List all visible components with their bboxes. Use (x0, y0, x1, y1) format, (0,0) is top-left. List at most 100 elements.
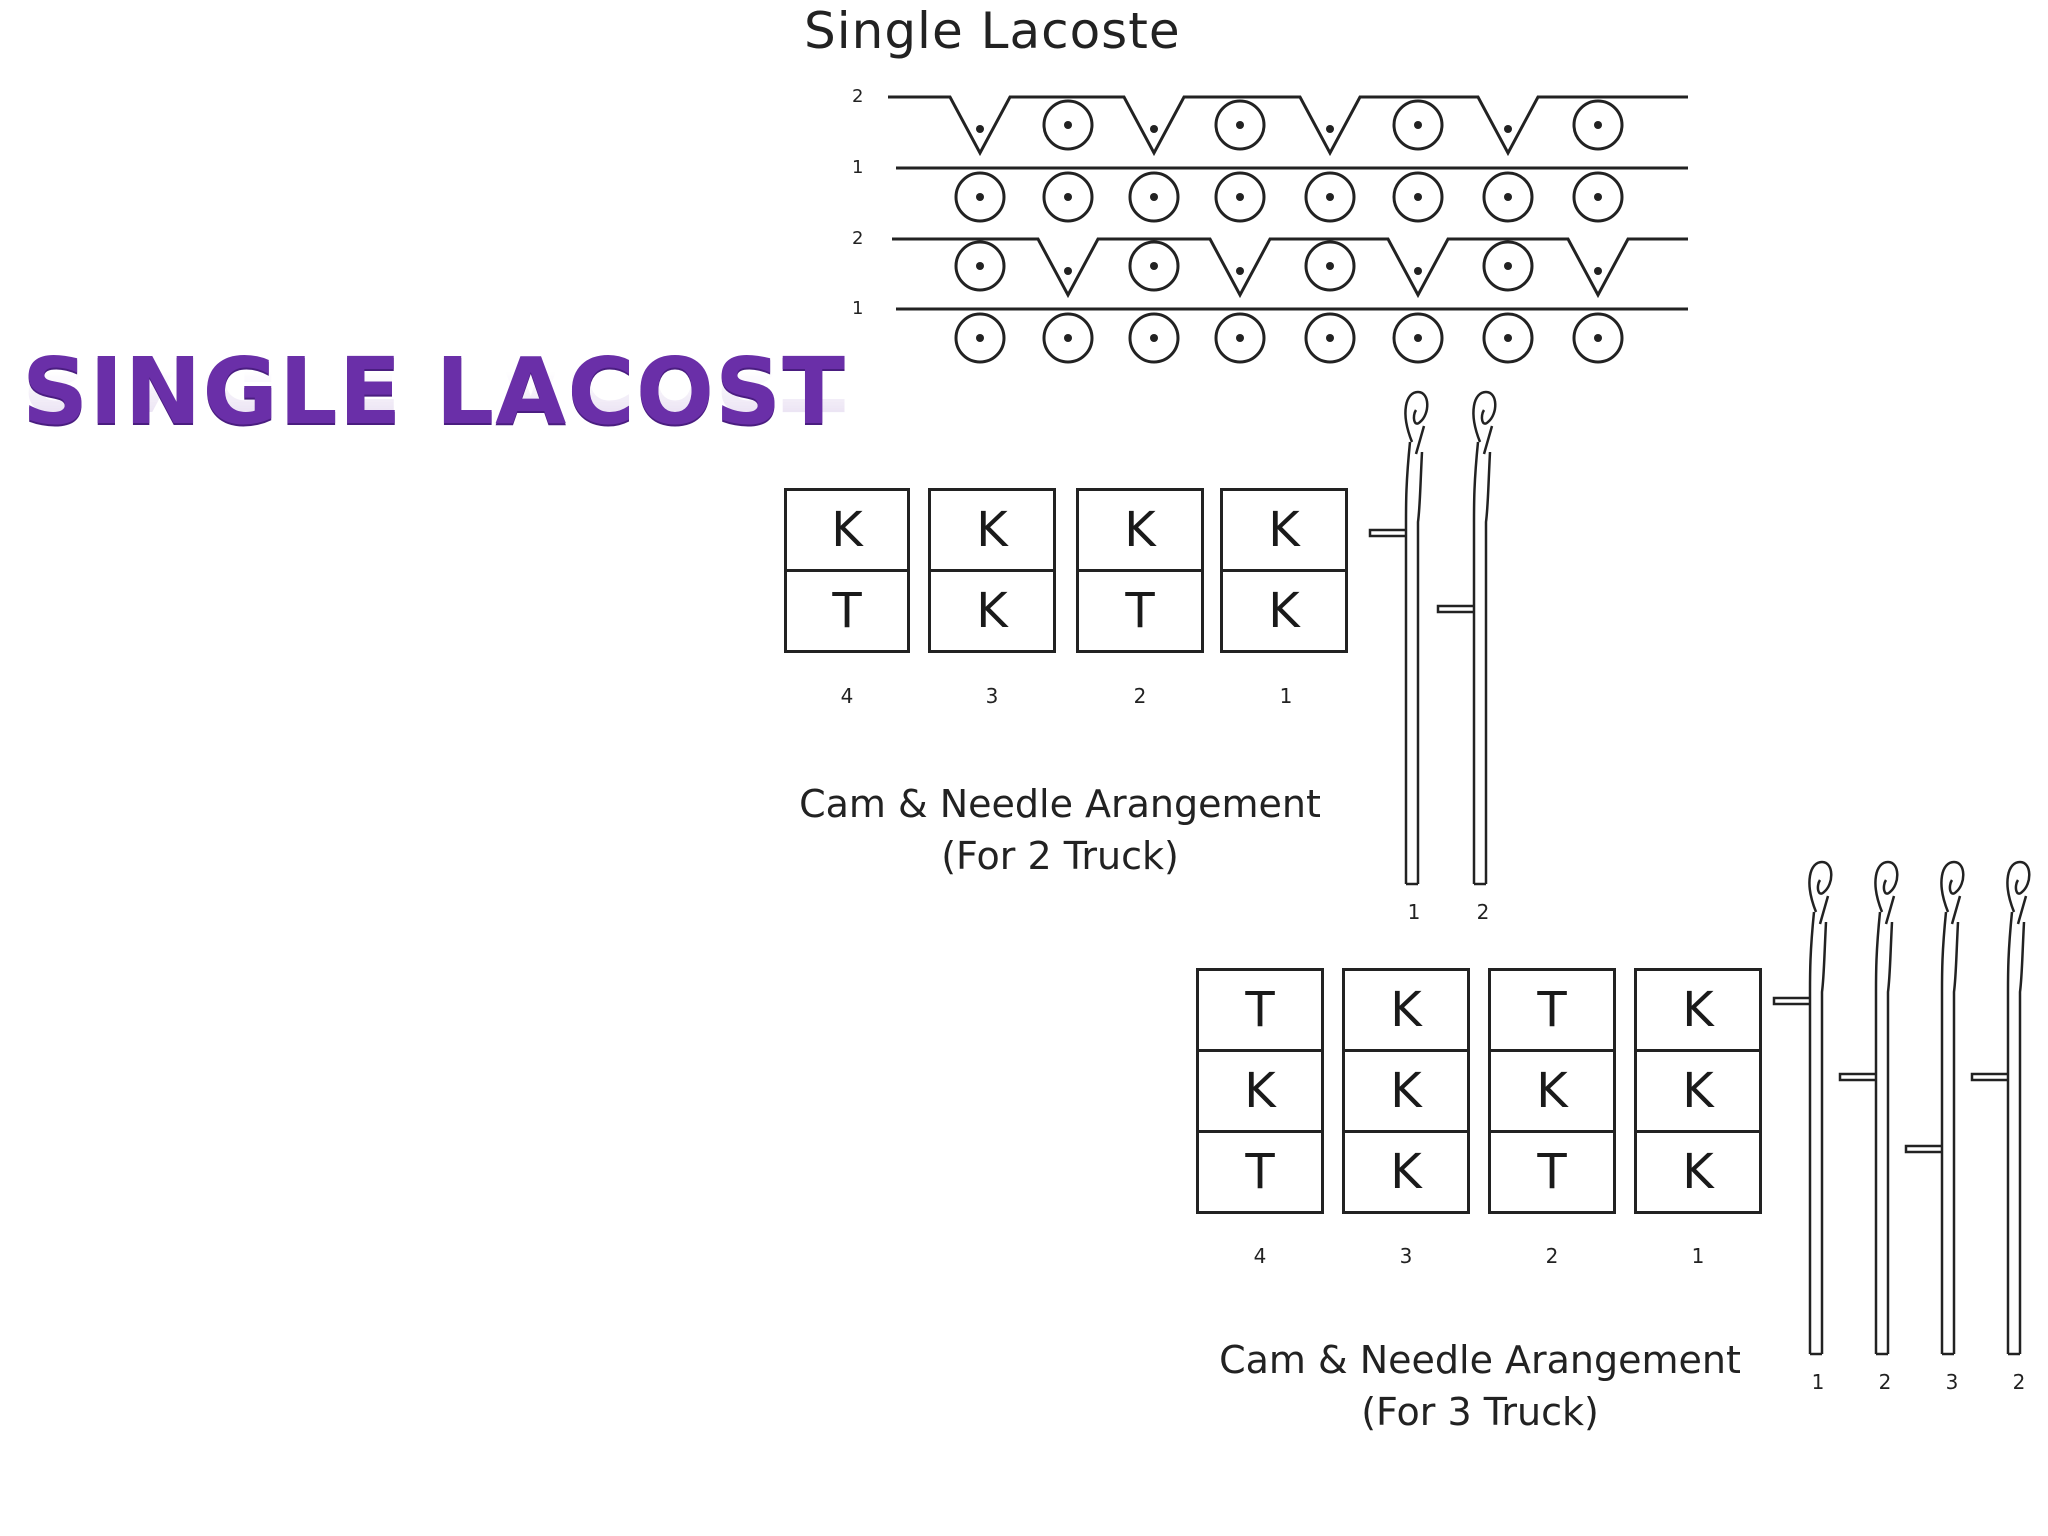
needle-shank-left (1808, 911, 1816, 1354)
caption-line: (For 3 Truck) (1361, 1390, 1599, 1434)
needle-dot (1150, 125, 1158, 133)
knit-loop-symbol (1304, 171, 1356, 223)
needle-butt (1970, 1072, 2008, 1082)
knit-loop-symbol (1392, 99, 1444, 151)
cam-cell: K (1220, 569, 1348, 653)
needle-number: 2 (1476, 900, 1490, 924)
cam-cell: T (1488, 1130, 1616, 1214)
needle-latch (1818, 895, 1830, 925)
needle-dot (1594, 334, 1602, 342)
cam-cell: K (1076, 488, 1204, 572)
knit-loop-symbol (1482, 312, 1534, 364)
needle-shank-right (1820, 921, 1828, 1354)
needle-dot (1236, 121, 1244, 129)
needle-dot (1414, 334, 1422, 342)
cam-number: 4 (840, 684, 854, 708)
needle-dot (1064, 121, 1072, 129)
needle-number: 2 (2012, 1370, 2026, 1394)
cam-cell: K (1196, 1049, 1324, 1133)
knit-loop-symbol (1304, 312, 1356, 364)
needle-dot (1504, 262, 1512, 270)
needle-hook (1472, 390, 1497, 443)
knit-loop-symbol (1572, 312, 1624, 364)
needle-dot (1064, 193, 1072, 201)
cam-cell: K (1634, 968, 1762, 1052)
knit-loop-symbol (1042, 171, 1094, 223)
caption-2-truck: Cam & Needle Arangement (For 2 Truck) (760, 778, 1360, 882)
knit-loop-symbol (1042, 99, 1094, 151)
needle-shank-left (1874, 911, 1882, 1354)
needle-dot (976, 193, 984, 201)
knit-loop-symbol (1128, 312, 1180, 364)
needle-latch (1884, 895, 1896, 925)
needle-shank-left (2006, 911, 2014, 1354)
needle-dot (1504, 334, 1512, 342)
knit-loop-symbol (1392, 171, 1444, 223)
cam-number: 4 (1253, 1244, 1267, 1268)
needle-dot (1326, 125, 1334, 133)
caption-line: Cam & Needle Arangement (799, 782, 1321, 826)
needle-number: 2 (1878, 1370, 1892, 1394)
needle-dot (1414, 121, 1422, 129)
needle-number: 1 (1811, 1370, 1825, 1394)
cam-number: 3 (985, 684, 999, 708)
cam-number: 2 (1133, 684, 1147, 708)
cam-cell: T (1076, 569, 1204, 653)
knit-loop-symbol (1304, 240, 1356, 292)
needle-dot (1326, 193, 1334, 201)
needle-latch (1950, 895, 1962, 925)
knit-loop-symbol (1128, 171, 1180, 223)
needle-butt (1772, 996, 1810, 1006)
needle-dot (1064, 334, 1072, 342)
fabric-row-label: 1 (852, 157, 864, 178)
needle-dot (976, 125, 984, 133)
needle-dot (1150, 193, 1158, 201)
cam-number: 2 (1545, 1244, 1559, 1268)
cam-cell: T (1196, 1130, 1324, 1214)
needle-number: 1 (1407, 900, 1421, 924)
fabric-row-label: 2 (852, 228, 864, 249)
needle-hook (2006, 860, 2031, 913)
knit-loop-symbol (1214, 99, 1266, 151)
needle-shank-left (1404, 441, 1412, 884)
knit-loop-symbol (954, 240, 1006, 292)
fabric-diagram-title: Single Lacoste (804, 2, 1181, 60)
caption-line: Cam & Needle Arangement (1219, 1338, 1741, 1382)
cam-cell: T (1488, 968, 1616, 1052)
needle-butt (1436, 604, 1474, 614)
needle-shank-right (1886, 921, 1894, 1354)
needle-latch (2016, 895, 2028, 925)
needle-latch (1482, 425, 1494, 455)
needle-dot (1064, 267, 1072, 275)
caption-line: (For 2 Truck) (941, 834, 1179, 878)
needle-dot (976, 334, 984, 342)
cam-cell: T (784, 569, 910, 653)
needle-shank-left (1472, 441, 1480, 884)
fabric-row-line (892, 237, 1688, 299)
cam-cell: K (1342, 1049, 1470, 1133)
cam-cell: K (1342, 1130, 1470, 1214)
needle-butt (1838, 1072, 1876, 1082)
knit-loop-symbol (1042, 312, 1094, 364)
needle-shank-right (1952, 921, 1960, 1354)
needle-latch (1414, 425, 1426, 455)
knit-loop-symbol (1392, 312, 1444, 364)
needle-dot (1150, 262, 1158, 270)
needle-shank-right (1416, 451, 1424, 884)
fabric-row-label: 1 (852, 298, 864, 319)
needle-dot (1236, 334, 1244, 342)
needle-dot (1326, 334, 1334, 342)
knit-loop-symbol (1572, 171, 1624, 223)
needle-butt (1368, 528, 1406, 538)
cam-cell: K (1634, 1049, 1762, 1133)
needle-dot (1236, 193, 1244, 201)
cam-cell: K (928, 488, 1056, 572)
needle-dot (1150, 334, 1158, 342)
knit-loop-symbol (1572, 99, 1624, 151)
cam-cell: K (1220, 488, 1348, 572)
needle-dot (1594, 121, 1602, 129)
knit-loop-symbol (1128, 240, 1180, 292)
needle-dot (1236, 267, 1244, 275)
needle-dot (1594, 267, 1602, 275)
knit-loop-symbol (1482, 240, 1534, 292)
